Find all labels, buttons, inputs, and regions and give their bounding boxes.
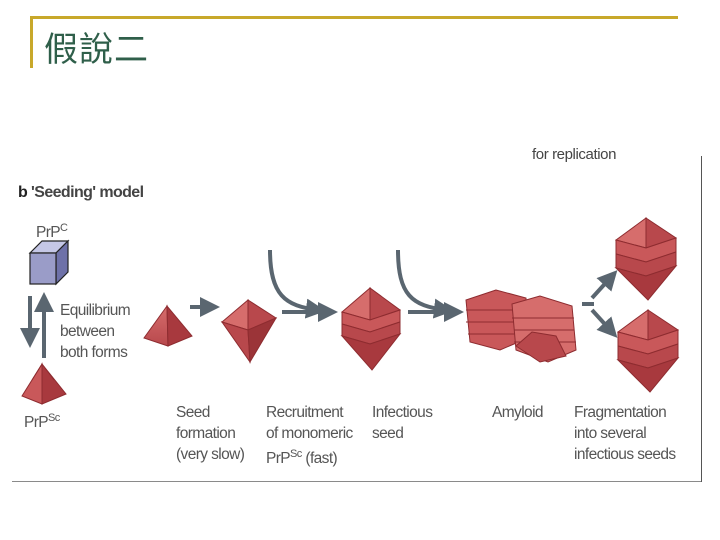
prpc-superscript: C: [60, 222, 68, 234]
fragment-seed-top-icon: [614, 217, 678, 301]
amyloid-cluster-icon: [465, 289, 577, 363]
prpc-cube-icon: [28, 239, 70, 286]
title-rule-left: [30, 16, 33, 68]
panel-heading: b 'Seeding' model: [18, 182, 144, 203]
fragment-arrow-down: [590, 308, 618, 338]
octahedron-icon: [220, 298, 278, 364]
recruitment-arrow: [268, 249, 326, 319]
infectious-seed-stack-icon: [340, 286, 402, 371]
cropped-top-text: for replication: [532, 146, 617, 163]
step-fragmentation: Fragmentation into several infectious se…: [574, 404, 676, 463]
fragment-arrow-up: [590, 270, 618, 300]
prpc-label: PrPC: [36, 218, 68, 243]
recruitment-arrow-2: [396, 249, 454, 319]
prpsc-superscript: Sc: [48, 412, 60, 424]
step-recruitment-superscript: Sc: [290, 448, 302, 460]
prpc-text: PrP: [36, 224, 61, 242]
step-recruitment-line3-post: (fast): [301, 450, 338, 468]
figure-border-right: [701, 156, 702, 482]
prpsc-label: PrPSc: [24, 408, 60, 433]
step-infectious-seed: Infectious seed: [372, 404, 433, 442]
figure-border-bottom: [12, 481, 702, 482]
title-rule-top: [30, 16, 678, 19]
prpsc-pyramid-icon: [21, 362, 67, 405]
step-recruitment-line3-pre: PrP: [266, 450, 291, 468]
equilibrium-label: Equilibrium between both forms: [60, 302, 131, 361]
step-recruitment-line1: Recruitment: [266, 404, 344, 421]
equilibrium-arrows: [20, 292, 54, 358]
slide-title: 假說二: [44, 30, 149, 70]
step-recruitment-line2: of monomeric: [266, 425, 353, 442]
seed-pyramid-icon: [143, 304, 193, 347]
panel-letter: b: [18, 184, 28, 201]
fragment-seed-bottom-icon: [616, 309, 680, 393]
step-seed-formation: Seed formation (very slow): [176, 404, 245, 463]
panel-title: 'Seeding' model: [31, 184, 144, 201]
prpsc-text: PrP: [24, 414, 49, 432]
step-amyloid: Amyloid: [492, 404, 544, 421]
